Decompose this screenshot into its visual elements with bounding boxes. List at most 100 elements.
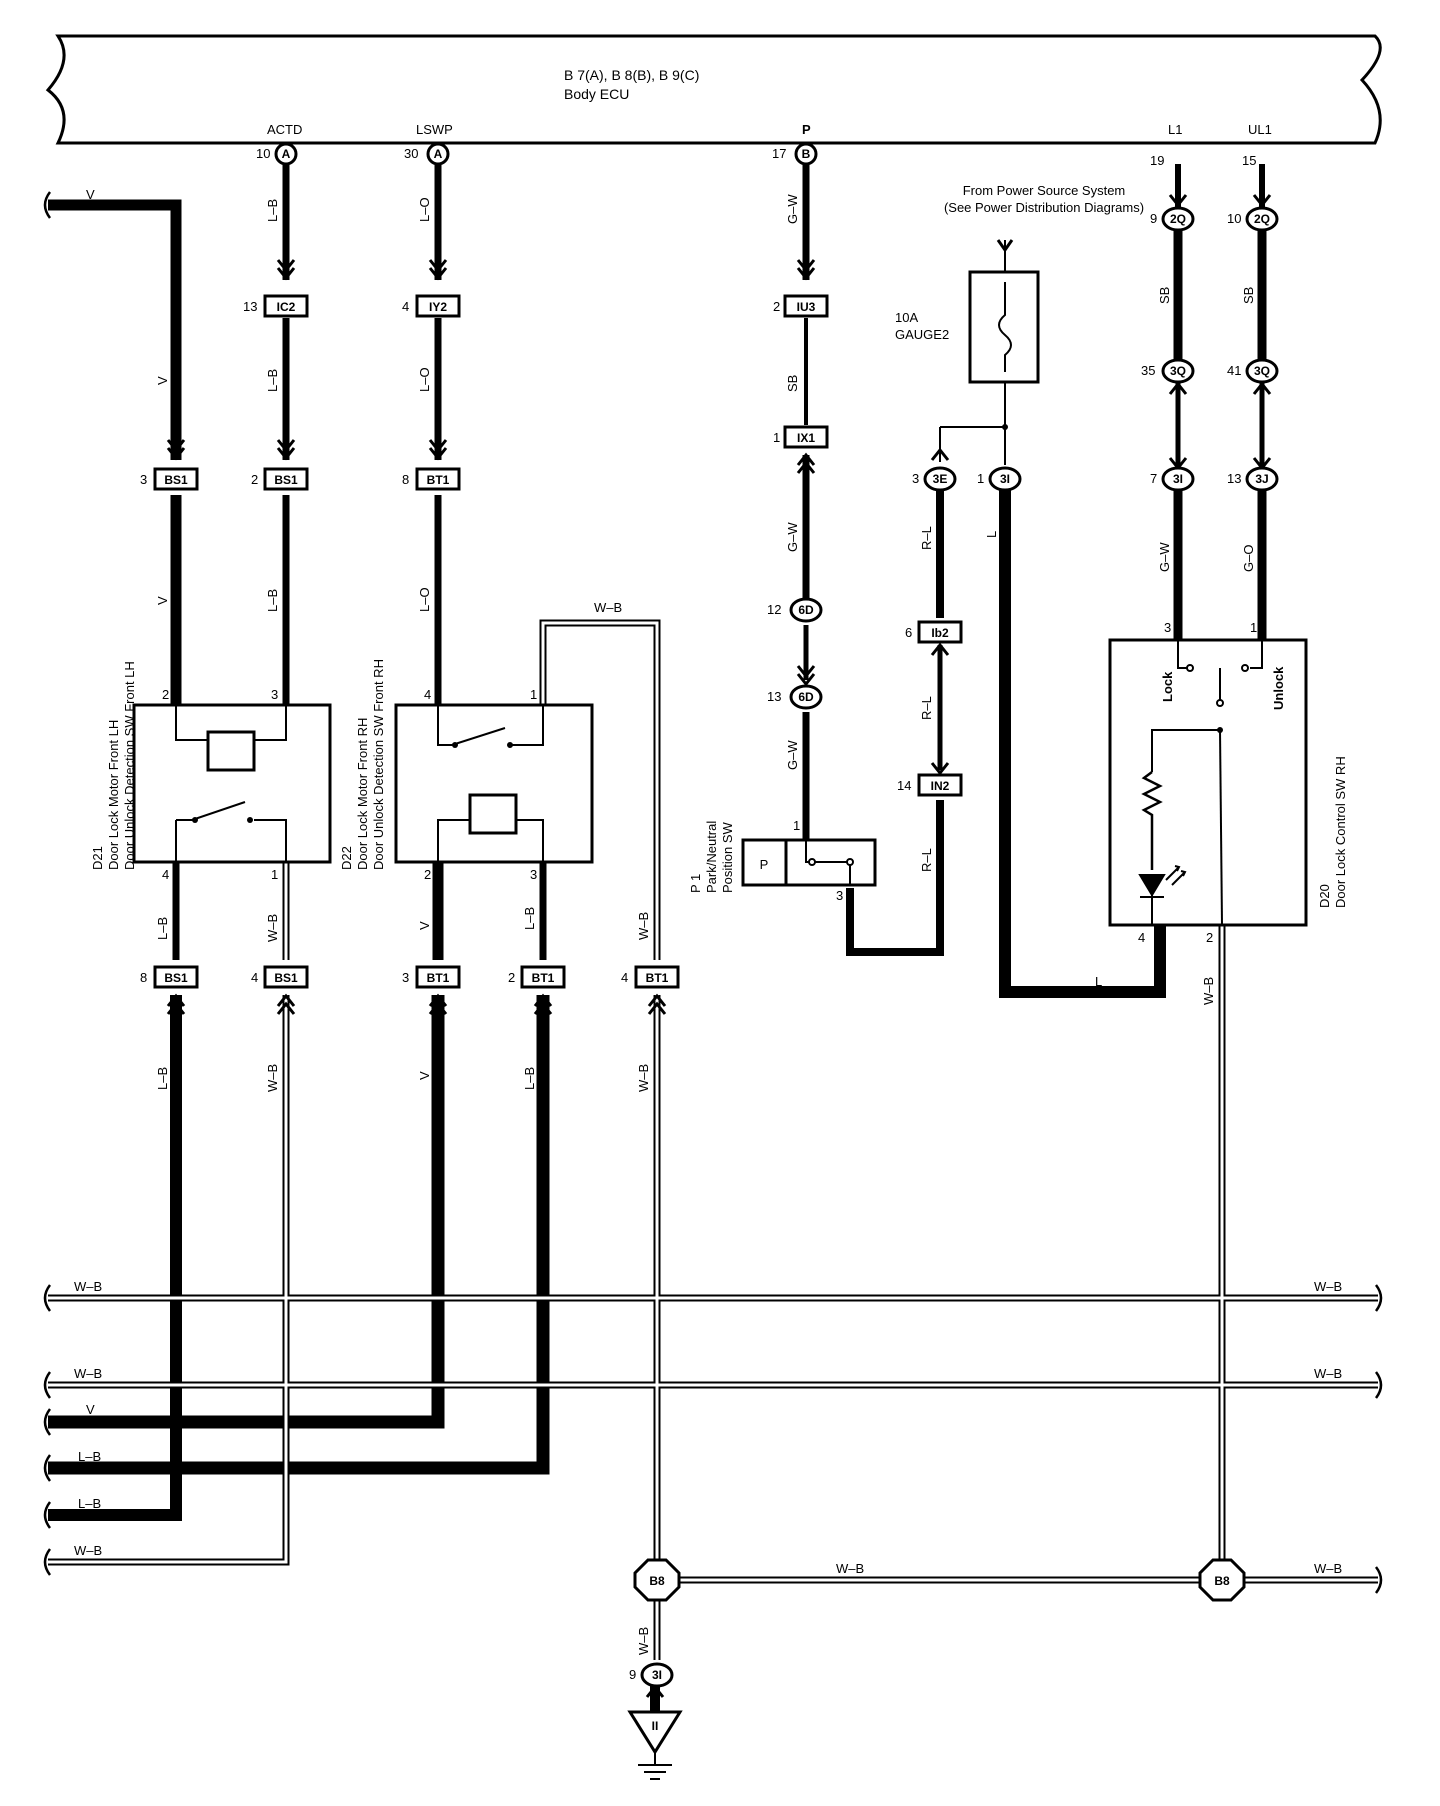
svg-text:V: V [155, 596, 170, 605]
terminal-ul1: UL1 [1248, 122, 1272, 137]
svg-text:4: 4 [251, 970, 258, 985]
svg-text:2: 2 [251, 472, 258, 487]
svg-text:W–B: W–B [1314, 1561, 1342, 1576]
splice-6d-12: 6D 12 [767, 597, 823, 623]
svg-text:L–O: L–O [417, 587, 432, 612]
terminal-actd: ACTD [267, 122, 302, 137]
svg-text:3: 3 [140, 472, 147, 487]
component-d22: 4 1 2 3 D22 Door Lock Motor Front RH Doo… [339, 659, 594, 882]
svg-text:BS1: BS1 [164, 971, 188, 985]
svg-text:BT1: BT1 [646, 971, 669, 985]
svg-text:3E: 3E [933, 472, 948, 486]
svg-text:V: V [417, 1071, 432, 1080]
svg-text:G–W: G–W [785, 740, 800, 770]
svg-text:BT1: BT1 [427, 971, 450, 985]
ecu-connector-ids: B 7(A), B 8(B), B 9(C) [564, 67, 699, 83]
svg-text:G–W: G–W [1157, 542, 1172, 572]
svg-text:2Q: 2Q [1170, 212, 1186, 226]
svg-text:B8: B8 [1214, 1574, 1230, 1588]
ecu-pin-lswp: 30 [404, 146, 418, 161]
splice-3e: 3E 3 [912, 466, 957, 492]
svg-text:W–B: W–B [74, 1366, 102, 1381]
svg-text:L–B: L–B [78, 1496, 101, 1511]
svg-text:3I: 3I [1173, 472, 1183, 486]
svg-text:10: 10 [1227, 211, 1241, 226]
svg-text:BS1: BS1 [164, 473, 188, 487]
svg-text:Ib2: Ib2 [931, 626, 949, 640]
svg-text:13: 13 [1227, 471, 1241, 486]
svg-text:IC2: IC2 [277, 300, 296, 314]
ecu-name: Body ECU [564, 86, 629, 102]
svg-text:W–B: W–B [636, 1627, 651, 1655]
terminal-l1: L1 [1168, 122, 1182, 137]
svg-text:1: 1 [271, 867, 278, 882]
connector-bt1-8: BT1 8 [402, 467, 461, 491]
svg-text:IN2: IN2 [931, 779, 950, 793]
svg-text:V: V [86, 187, 95, 202]
svg-text:4: 4 [424, 687, 431, 702]
svg-text:2Q: 2Q [1254, 212, 1270, 226]
terminal-lswp: LSWP [416, 122, 453, 137]
svg-text:G–W: G–W [785, 522, 800, 552]
svg-text:1: 1 [793, 818, 800, 833]
arrow-chevrons [166, 194, 1272, 1698]
svg-text:3Q: 3Q [1170, 364, 1186, 378]
svg-text:4: 4 [1138, 930, 1145, 945]
d22-line1: Door Lock Motor Front RH [355, 718, 370, 870]
connector-iu3: IU3 2 [773, 294, 829, 318]
ground-point-b8-right: B8 [1198, 1558, 1246, 1602]
d22-line2: Door Unlock Detection SW Front RH [371, 659, 386, 870]
svg-text:3Q: 3Q [1254, 364, 1270, 378]
svg-text:2: 2 [1206, 930, 1213, 945]
svg-text:4: 4 [621, 970, 628, 985]
svg-text:W–B: W–B [636, 912, 651, 940]
svg-text:B8: B8 [649, 1574, 665, 1588]
svg-text:L–B: L–B [522, 907, 537, 930]
svg-text:V: V [86, 1402, 95, 1417]
svg-text:3: 3 [836, 888, 843, 903]
svg-text:L–B: L–B [522, 1067, 537, 1090]
svg-text:13: 13 [243, 299, 257, 314]
splice-2q-9: 2Q 9 [1150, 206, 1195, 232]
svg-text:2: 2 [508, 970, 515, 985]
p1-line1: Park/Neutral [704, 821, 719, 893]
svg-text:41: 41 [1227, 363, 1241, 378]
splice-3j-13: 3J 13 [1227, 466, 1279, 492]
p1-code: P 1 [688, 874, 703, 893]
svg-text:W–B: W–B [74, 1543, 102, 1558]
d21-line1: Door Lock Motor Front LH [106, 720, 121, 870]
splice-3q-35: 3Q 35 [1141, 358, 1195, 384]
svg-text:BS1: BS1 [274, 971, 298, 985]
svg-text:4: 4 [402, 299, 409, 314]
connector-in2: IN2 14 [897, 773, 963, 797]
oval-connectors: 2Q 9 2Q 10 3Q 35 3Q 41 3E 3 3I 1 [629, 206, 1279, 1688]
svg-text:35: 35 [1141, 363, 1155, 378]
d20-code: D20 [1317, 884, 1332, 908]
svg-text:L–B: L–B [155, 1067, 170, 1090]
junction-dots [540, 1465, 546, 1471]
svg-text:1: 1 [977, 471, 984, 486]
d21-code: D21 [90, 846, 105, 870]
svg-text:2: 2 [424, 867, 431, 882]
svg-text:3: 3 [912, 471, 919, 486]
ground-symbol-label: II [652, 1719, 659, 1733]
connector-ib2: Ib2 6 [905, 620, 963, 644]
svg-text:W–B: W–B [1201, 977, 1216, 1005]
svg-text:W–B: W–B [836, 1561, 864, 1576]
svg-text:SB: SB [1241, 287, 1256, 304]
wires [48, 164, 1267, 1712]
component-d20: 3 1 4 2 Lock Unlock D20 Door Lock Contro… [1108, 620, 1348, 945]
svg-text:G–O: G–O [1241, 545, 1256, 572]
inline-connectors: IC2 13 IY2 4 IU3 2 IX1 1 BS1 3 BS1 2 [140, 294, 963, 989]
wire-labels: V V V L–B L–B L–B L–O L–O L–O G–W SB G–W… [74, 187, 1342, 1655]
svg-text:9: 9 [629, 1667, 636, 1682]
svg-text:W–B: W–B [1314, 1366, 1342, 1381]
splice-3q-41: 3Q 41 [1227, 358, 1279, 384]
ecu-pins: A 10 A 30 B 17 19 15 [256, 142, 1256, 168]
connector-bs1-8: BS1 8 [140, 965, 199, 989]
svg-text:SB: SB [1157, 287, 1172, 304]
splice-3i-1: 3I 1 [977, 466, 1022, 492]
svg-text:L–B: L–B [78, 1449, 101, 1464]
svg-text:1: 1 [1250, 620, 1257, 635]
